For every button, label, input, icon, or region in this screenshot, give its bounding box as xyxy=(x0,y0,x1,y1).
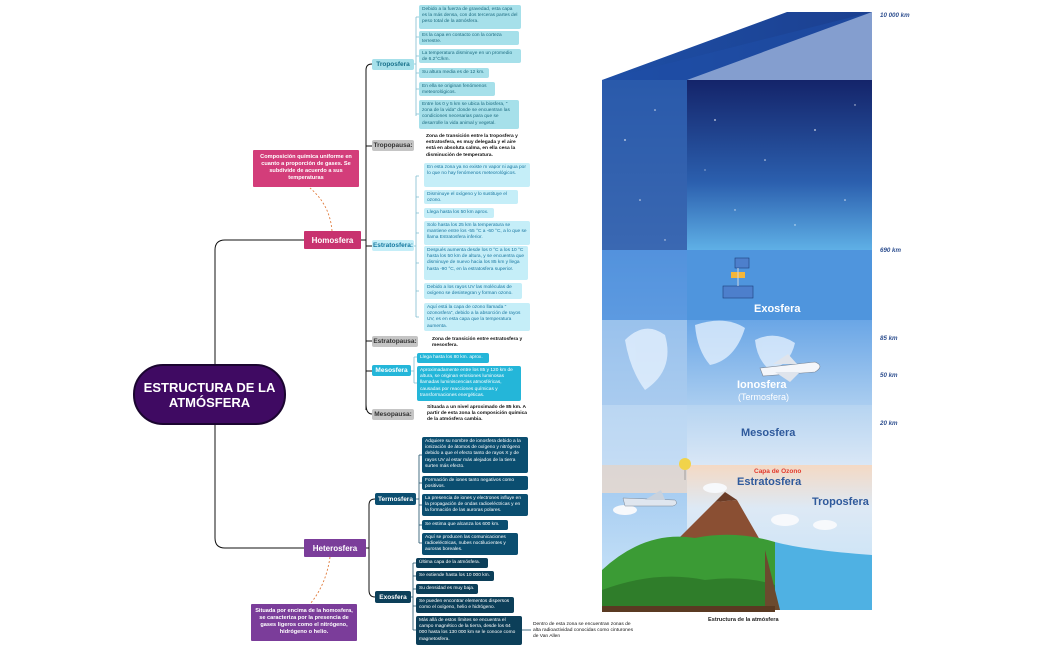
tropopausa-node[interactable]: Tropopausa: xyxy=(372,140,414,151)
altitude-20km: 20 km xyxy=(880,420,898,427)
altitude-10000km: 10 000 km xyxy=(880,12,910,19)
van-allen-text: Dentro de esta zona se encuentran zonas … xyxy=(533,622,634,640)
ionosfera-label: Ionosfera xyxy=(737,379,787,391)
estratosfera-item-2: Disminuye el oxígeno y lo sustituye el o… xyxy=(424,190,518,204)
root-node[interactable]: ESTRUCTURA DE LA ATMÓSFERA xyxy=(133,364,286,425)
troposfera-item-6: Entre los 0 y 5 km se ubica la biosfera,… xyxy=(419,100,519,129)
termosfera-item-3: La presencia de iones y electrones influ… xyxy=(422,494,528,516)
mesopausa-text: Situada a un nivel aproximado de 85 km. … xyxy=(427,405,528,423)
termosfera-illustration-label: (Termosfera) xyxy=(738,392,790,402)
space-shuttle-icon xyxy=(759,354,821,382)
termosfera-node[interactable]: Termosfera xyxy=(375,493,416,505)
exosfera-item-4: Se pueden encontrar elementos dispersos … xyxy=(416,597,514,613)
exosfera-item-3: Su densidad es muy baja. xyxy=(416,584,478,594)
mesosfera-item-1: Llega hasta los 80 km. aprox. xyxy=(417,353,489,363)
tropopausa-text: Zona de transición entre la troposfera y… xyxy=(426,134,518,158)
termosfera-item-1: Adquiere su nombre de ionosfera debido a… xyxy=(422,437,528,473)
estratosfera-item-4: Solo hasta los 25 km la temperatura se m… xyxy=(424,221,530,245)
satellite-icon xyxy=(722,257,754,299)
heterosfera-note: Situada por encima de la homosfera, se c… xyxy=(251,604,357,641)
atmosphere-illustration xyxy=(585,10,915,614)
troposfera-item-2: Es la capa en contacto con la corteza te… xyxy=(419,31,519,45)
cloud-icon xyxy=(613,483,837,530)
troposfera-item-1: Debido a la fuerza de gravedad, esta cap… xyxy=(419,5,521,29)
mesosfera-illustration-label: Mesosfera xyxy=(741,427,796,439)
estratosfera-item-3: Llega hasta los 50 km aprox. xyxy=(424,208,494,218)
altitude-690km: 690 km xyxy=(880,247,901,254)
illustration-caption: Estructura de la atmósfera xyxy=(708,617,779,623)
exosfera-label: Exosfera xyxy=(754,303,801,315)
exosfera-node[interactable]: Exosfera xyxy=(375,591,411,603)
airplane-icon xyxy=(622,490,677,507)
termosfera-item-2: Formación de iones tanto negativos como … xyxy=(422,476,528,490)
estratopausa-text: Zona de transición entre estratosfera y … xyxy=(432,337,523,349)
termosfera-item-5: Aquí se producen las comunicaciones radi… xyxy=(422,533,518,555)
estratosfera-illustration-label: Estratosfera xyxy=(737,476,802,488)
termosfera-item-4: Se estima que alcanza los 600 km. xyxy=(422,520,508,530)
altitude-85km: 85 km xyxy=(880,335,898,342)
exosfera-item-5: Más allá de estos límites se encuentra e… xyxy=(416,616,522,645)
mesosfera-node[interactable]: Mesosfera xyxy=(372,365,411,376)
exosfera-item-1: Última capa de la atmósfera. xyxy=(416,558,488,568)
homosfera-node[interactable]: Homosfera xyxy=(304,231,361,249)
estratosfera-item-7: Aquí está la capa de ozono llamada " ozo… xyxy=(424,303,530,331)
balloon-icon xyxy=(679,458,691,480)
troposfera-item-4: Su altura media es de 12 km. xyxy=(419,68,489,78)
estratosfera-item-6: Debido a los rayos UV las moléculas de o… xyxy=(424,283,522,299)
mesopausa-node[interactable]: Mesopausa: xyxy=(372,409,414,420)
troposfera-illustration-label: Troposfera xyxy=(812,496,869,508)
altitude-50km: 50 km xyxy=(880,372,898,379)
ozone-layer-label: Capa de Ozono xyxy=(754,468,802,475)
mesosfera-item-2: Aproximadamente entre los 85 y 120 km de… xyxy=(417,366,521,401)
heterosfera-node[interactable]: Heterosfera xyxy=(304,539,366,557)
estratosfera-item-1: En esta zona ya no existe m vapor ni agu… xyxy=(424,163,530,187)
troposfera-item-3: La temperatura disminuye en un promedio … xyxy=(419,49,521,63)
troposfera-node[interactable]: Troposfera xyxy=(372,59,414,70)
estratopausa-node[interactable]: Estratopausa: xyxy=(372,336,418,347)
estratosfera-node[interactable]: Estratosfera: xyxy=(372,240,414,251)
homosfera-note: Composición química uniforme en cuanto a… xyxy=(253,150,359,187)
troposfera-item-5: En ella se originan fenómenos meteorológ… xyxy=(419,82,495,96)
estratosfera-item-5: Después aumenta desde los 0 °C a los 10 … xyxy=(424,246,528,280)
exosfera-item-2: Se extiende hasta los 10 000 km. xyxy=(416,571,494,581)
